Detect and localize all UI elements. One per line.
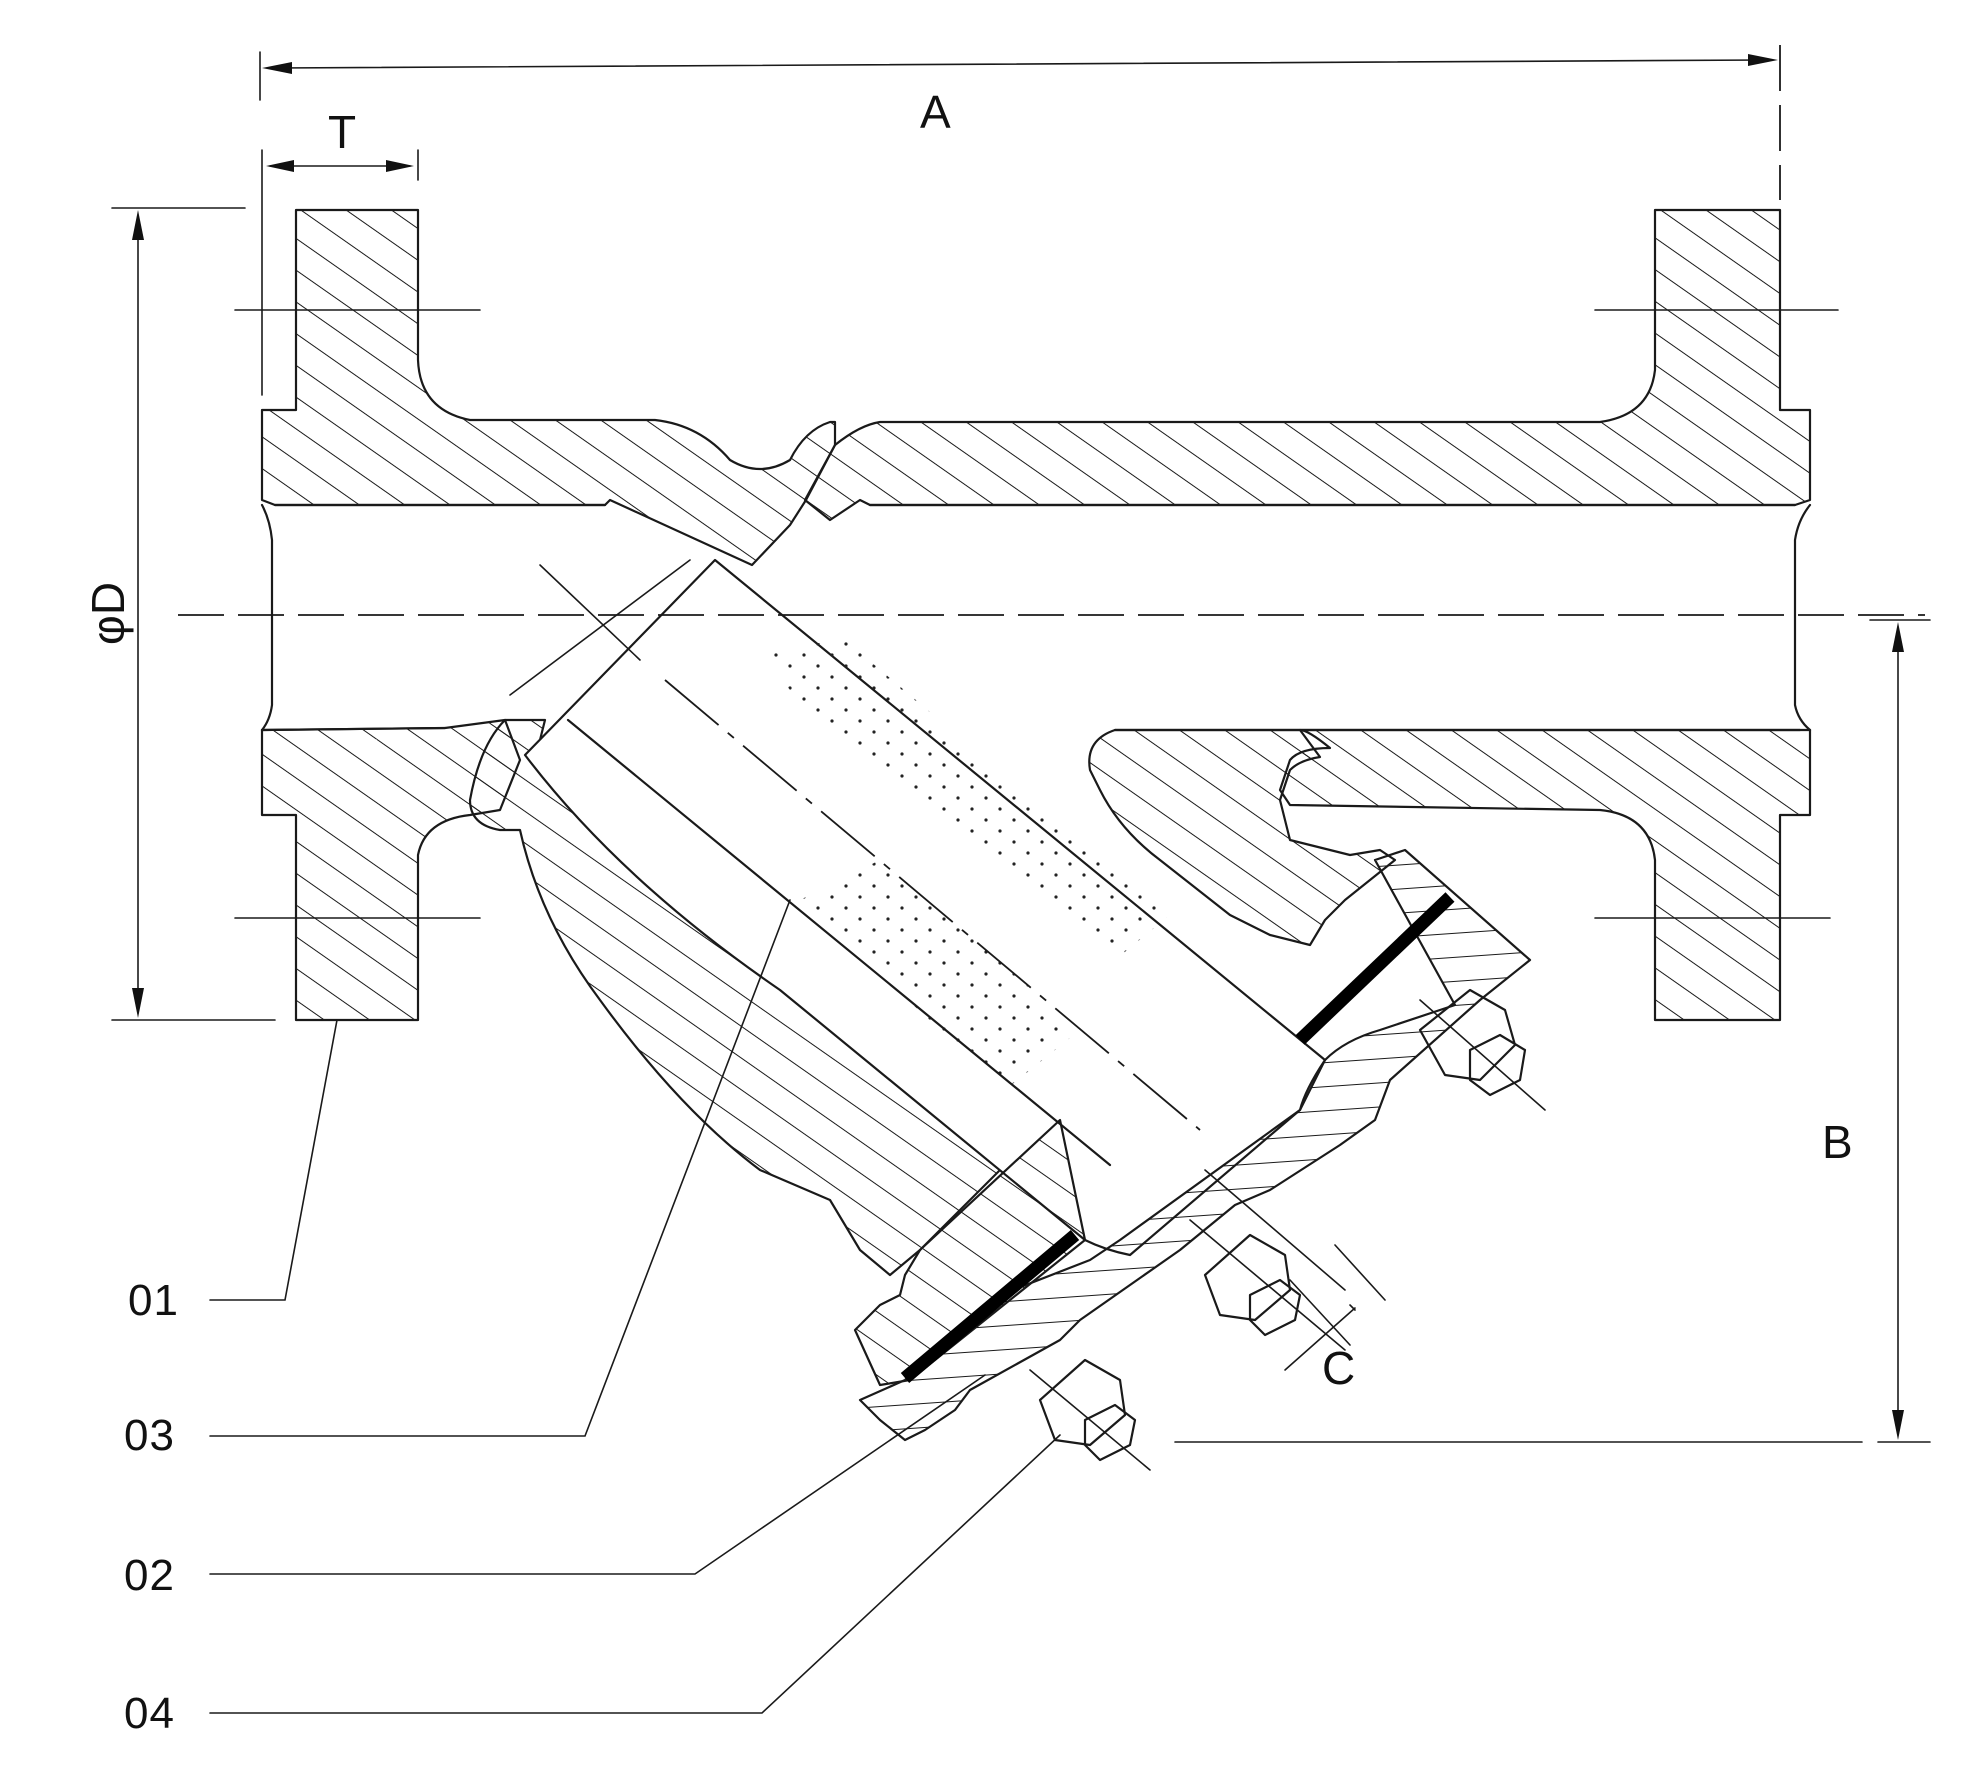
- bore-right-cap: [1793, 503, 1812, 732]
- part-label-02: 02: [124, 1551, 175, 1600]
- strainer-screen: [509, 558, 1327, 1257]
- dimension-d: φD: [82, 207, 276, 1021]
- cover-flange-lower: [853, 1118, 1087, 1387]
- centerlines: [178, 309, 1925, 919]
- dimension-label-a: A: [920, 86, 951, 138]
- screen-axis: [664, 679, 1201, 1131]
- screen-diagonal-a: [539, 564, 641, 661]
- callout-04: 04: [124, 1434, 1061, 1738]
- gasket-upper: [1295, 892, 1455, 1045]
- branch-housing-upper: [1088, 728, 1397, 947]
- dimension-a: A: [259, 45, 1781, 200]
- dimension-b: B: [1174, 619, 1931, 1443]
- bore-bottom-left: [260, 726, 447, 732]
- dimension-c: C: [1204, 1169, 1386, 1394]
- dimension-t: T: [261, 106, 419, 396]
- part-label-01: 01: [128, 1276, 179, 1325]
- bolt-lower: [1029, 1358, 1151, 1471]
- bolt-upper: [1418, 988, 1546, 1111]
- bolt-middle: [1189, 1219, 1346, 1351]
- dimension-label-b: B: [1822, 1116, 1853, 1168]
- cover-plate: [853, 848, 1532, 1442]
- part-label-03: 03: [124, 1411, 175, 1460]
- bore-left-cap: [260, 503, 274, 732]
- dimension-label-c: C: [1322, 1342, 1355, 1394]
- callout-02: 02: [124, 1374, 986, 1600]
- callout-01: 01: [128, 1019, 338, 1325]
- right-flange: [803, 208, 1812, 522]
- left-flange: [260, 208, 837, 567]
- callout-03: 03: [124, 899, 791, 1460]
- screen-perforations-lower: [800, 860, 1080, 1090]
- screen-inner-wall: [566, 718, 1112, 1167]
- dimension-label-t: T: [328, 106, 356, 158]
- screen-perforations: [760, 640, 1170, 960]
- screen-end-line: [509, 559, 691, 696]
- part-label-04: 04: [124, 1689, 175, 1738]
- dimension-label-phi-d: φD: [82, 582, 134, 645]
- gasket-lower: [900, 1230, 1080, 1383]
